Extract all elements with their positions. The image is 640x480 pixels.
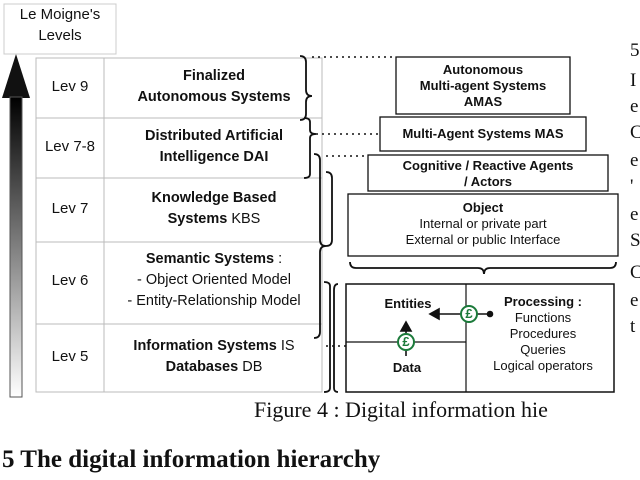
amas-line2: Multi-agent Systems xyxy=(419,78,547,93)
encapsulation-icon: £ xyxy=(397,333,415,351)
level-description: Semantic Systems : - Object Oriented Mod… xyxy=(108,249,320,312)
entities-label: Entities xyxy=(384,296,432,311)
row-line1: Knowledge Based xyxy=(151,190,277,206)
row-line1-suffix: IS xyxy=(276,338,295,354)
row-line2: Systems xyxy=(167,211,228,227)
mas-box xyxy=(379,116,587,152)
processing-item: Queries xyxy=(520,342,566,357)
up-arrow xyxy=(2,54,30,398)
row-line1-suffix: : xyxy=(274,251,283,267)
level-description: Information Systems IS Databases DB xyxy=(108,336,320,378)
section-heading: 5 The digital information hierarchy xyxy=(2,446,381,473)
level-label: Lev 7 xyxy=(51,200,89,217)
cropped-text-char: C xyxy=(630,122,640,143)
row-line1: Distributed Artificial xyxy=(144,128,284,144)
row-line1: Semantic Systems xyxy=(145,251,275,267)
object-box xyxy=(347,193,619,257)
encapsulation-icon: £ xyxy=(460,305,478,323)
level-description: Distributed Artificial Intelligence DAI xyxy=(108,126,320,168)
level-label: Lev 9 xyxy=(51,78,89,95)
levels-title: Le Moigne's Levels xyxy=(19,6,101,44)
amas-line1: Autonomous xyxy=(442,62,524,77)
agents-box xyxy=(367,154,609,192)
processing-item: Procedures xyxy=(509,326,577,341)
processing-title: Processing : xyxy=(503,294,583,309)
row-line2-suffix: DB xyxy=(238,359,263,375)
level-description: Knowledge Based Systems KBS xyxy=(108,188,320,230)
level-label: Lev 5 xyxy=(51,348,89,365)
object-title: Object xyxy=(462,200,504,215)
row-line2-suffix: KBS xyxy=(227,211,261,227)
agents-label: Cognitive / Reactive Agents / Actors xyxy=(368,158,608,190)
mas-label: Multi-Agent Systems MAS xyxy=(402,126,564,141)
levels-title-box xyxy=(3,3,117,55)
object-label: Object Internal or private part External… xyxy=(348,200,618,248)
processing-item: Logical operators xyxy=(493,358,593,373)
row-line2: Autonomous Systems xyxy=(137,89,291,105)
cropped-text-char: t xyxy=(630,316,636,337)
level-description: Finalized Autonomous Systems xyxy=(108,66,320,108)
agents-line2: / Actors xyxy=(464,174,512,189)
row-line1: Information Systems xyxy=(133,338,277,354)
amas-line3: AMAS xyxy=(463,94,503,109)
cropped-text-char: ' xyxy=(630,176,634,197)
object-line1: Internal or private part xyxy=(419,216,547,231)
agents-line1: Cognitive / Reactive Agents xyxy=(402,158,574,173)
processing-block: Processing : Functions Procedures Querie… xyxy=(470,294,616,374)
core-box xyxy=(345,283,615,393)
digital-information-hierarchy-diagram xyxy=(2,3,619,398)
level-label: Lev 7-8 xyxy=(44,138,96,155)
cropped-text-char: C xyxy=(630,262,640,283)
cropped-text-char: e xyxy=(630,150,639,171)
amas-label: Autonomous Multi-agent Systems AMAS xyxy=(396,62,570,110)
cropped-text-char: e xyxy=(630,290,639,311)
row-line3: - Entity-Relationship Model xyxy=(127,293,301,309)
cropped-text-char: 5 xyxy=(630,40,640,61)
dotted-connectors xyxy=(312,56,396,347)
cropped-text-char: e xyxy=(630,96,639,117)
data-label: Data xyxy=(392,360,422,375)
row-line1: Finalized xyxy=(182,68,246,84)
row-line2: Databases xyxy=(165,359,239,375)
row-line2: Intelligence DAI xyxy=(159,149,269,165)
processing-item: Functions xyxy=(514,310,572,325)
cropped-text-char: I xyxy=(630,70,637,91)
row-line2: - Object Oriented Model xyxy=(137,272,291,288)
cropped-text-char: S xyxy=(630,230,640,251)
amas-box xyxy=(395,56,571,115)
figure-caption: Figure 4 : Digital information hie xyxy=(254,397,548,422)
object-line2: External or public Interface xyxy=(405,232,561,247)
level-label: Lev 6 xyxy=(51,272,89,289)
cropped-text-char: e xyxy=(630,204,639,225)
levels-table xyxy=(35,57,323,393)
